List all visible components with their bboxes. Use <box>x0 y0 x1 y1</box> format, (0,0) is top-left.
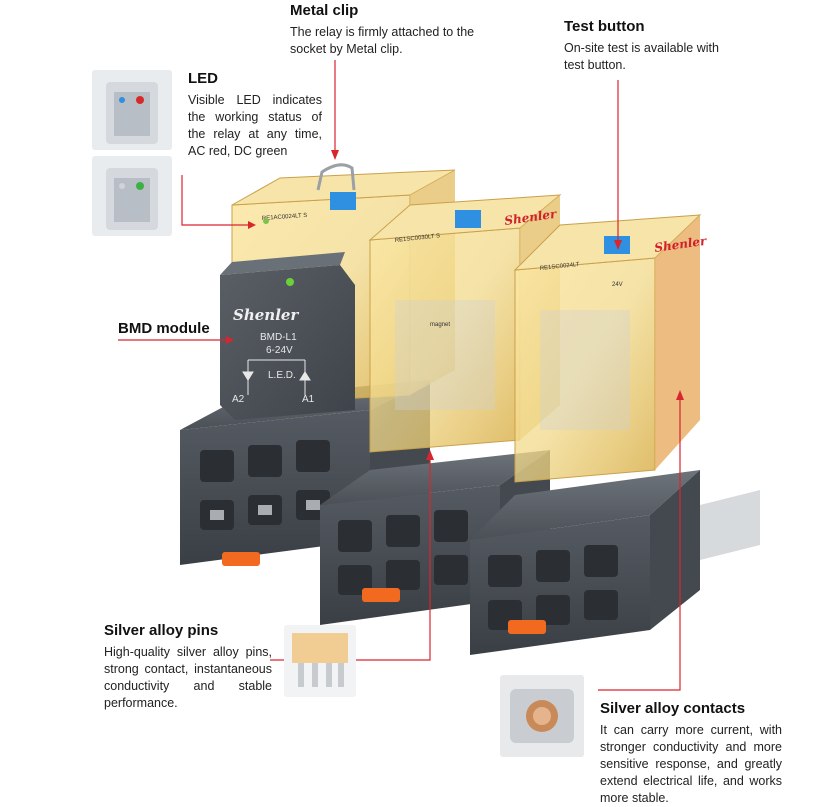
callout-silver-pins: Silver alloy pins High-quality silver al… <box>104 622 272 712</box>
relay-left-model-label: RE1AC0024LT S <box>262 213 308 222</box>
din-rail <box>700 490 760 560</box>
led-title: LED <box>188 70 218 87</box>
leader-silver-contacts <box>598 395 681 691</box>
test-button-description: On-site test is available with test butt… <box>564 41 719 72</box>
metal-clip-title: Metal clip <box>290 2 359 19</box>
relay-right: Shenler RE1SC0024LT 24V <box>513 214 709 483</box>
module-circuit-symbol <box>242 359 311 395</box>
relay-middle-model-label: RE1SC0030LT S <box>395 233 441 244</box>
module-model-label: BMD-L1 <box>260 332 297 343</box>
test-button-title: Test button <box>564 18 645 35</box>
callout-metal-clip: Metal clip The relay is firmly attached … <box>290 2 490 58</box>
silver-pins-thumbnail <box>284 625 356 697</box>
module-voltage-label: 6-24V <box>266 345 293 356</box>
leader-led <box>181 175 250 226</box>
relay-right-rating-label: 24V <box>612 282 623 288</box>
relay-middle-test-button <box>455 210 481 228</box>
led-thumbnail-dc <box>92 156 172 236</box>
orange-release-clips <box>222 552 546 634</box>
led-description: Visible LED indicates the working status… <box>188 93 322 158</box>
silver-pins-description: High-quality silver alloy pins, strong c… <box>104 645 272 710</box>
silver-pins-title: Silver alloy pins <box>104 622 219 639</box>
module-a2-label: A2 <box>232 394 245 405</box>
module-led-label: L.E.D. <box>268 370 296 381</box>
bmd-module-title: BMD module <box>118 320 210 337</box>
callout-test-button: Test button On-site test is available wi… <box>564 18 734 74</box>
relay-right-model-label: RE1SC0024LT <box>540 262 581 272</box>
led-thumbnail-ac <box>92 70 172 150</box>
callout-silver-contacts: Silver alloy contacts It can carry more … <box>600 700 782 807</box>
led-dc-relay-image <box>92 156 172 236</box>
module-a1-label: A1 <box>302 394 315 405</box>
module-led-indicator <box>286 278 294 286</box>
silver-pins-image <box>284 625 356 697</box>
metal-clip <box>316 163 356 191</box>
relay-middle-magnet-label: magnet <box>430 322 450 328</box>
module-brand-label: Shenler <box>233 306 299 324</box>
relay-left-led <box>263 218 269 224</box>
bmd-module: Shenler BMD-L1 6-24V L.E.D. A2 A1 <box>220 252 355 420</box>
led-ac-relay-image <box>92 70 172 150</box>
metal-clip-description: The relay is firmly attached to the sock… <box>290 25 475 56</box>
silver-contacts-thumbnail <box>500 675 584 757</box>
silver-contacts-image <box>500 675 584 757</box>
callout-led: LED Visible LED indicates the working st… <box>188 70 322 160</box>
silver-contacts-title: Silver alloy contacts <box>600 700 746 717</box>
callout-bmd-module: BMD module <box>118 320 228 342</box>
silver-contacts-description: It can carry more current, with stronger… <box>600 723 782 805</box>
